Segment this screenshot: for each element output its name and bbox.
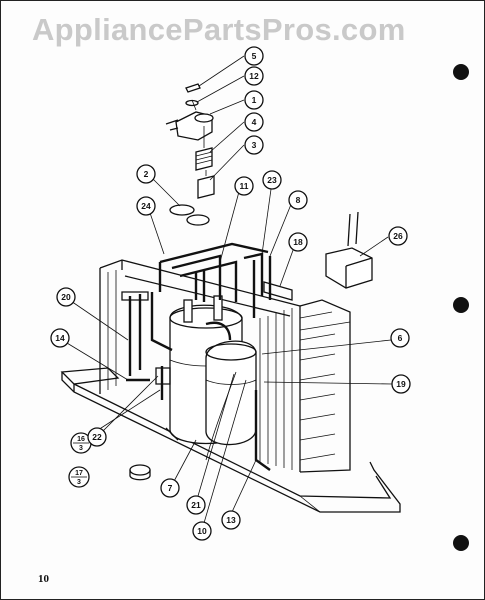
- callout-23: 23: [262, 170, 282, 190]
- condenser-coil: [99, 259, 351, 473]
- accumulator: [205, 340, 257, 446]
- callout-label: 3: [252, 140, 257, 150]
- watermark: AppliancePartsPros.com: [32, 12, 406, 47]
- callout-label: 5: [252, 51, 257, 61]
- valve-assembly: [165, 83, 215, 226]
- callout-label: 18: [293, 237, 303, 247]
- callout-10: 10: [192, 521, 212, 541]
- callout-label: 6: [398, 333, 403, 343]
- callout-5: 5: [244, 46, 264, 66]
- callout-19: 19: [391, 374, 411, 394]
- callout-label: 17: [75, 470, 83, 477]
- callout-17: 17 3: [68, 466, 90, 488]
- callout-26: 26: [388, 226, 408, 246]
- callout-14: 14: [50, 328, 70, 348]
- callout-label: 11: [240, 181, 249, 191]
- callout-13: 13: [221, 510, 241, 530]
- callout-6: 6: [390, 328, 410, 348]
- grommet: [129, 464, 151, 481]
- callout-20: 20: [56, 287, 76, 307]
- leader-lines: [61, 55, 393, 524]
- callout-sublabel: 3: [77, 479, 81, 486]
- callout-1: 1: [244, 90, 264, 110]
- callout-label: 19: [396, 379, 406, 389]
- capacitor: [325, 211, 373, 289]
- callout-label: 24: [141, 201, 151, 211]
- binder-holes: [453, 64, 469, 551]
- callout-22: 22: [87, 427, 107, 447]
- callout-18: 18: [288, 232, 308, 252]
- callout-label: 2: [144, 169, 149, 179]
- callout-label: 4: [252, 117, 257, 127]
- callout-label: 10: [197, 526, 207, 536]
- refrigerant-tubing: [121, 242, 293, 471]
- callout-3: 3: [244, 135, 264, 155]
- callout-8: 8: [288, 190, 308, 210]
- callout-label: 23: [267, 175, 277, 185]
- callout-label: 1: [252, 95, 257, 105]
- callout-4: 4: [244, 112, 264, 132]
- callout-12: 12: [244, 66, 264, 86]
- callout-label: 16: [77, 436, 85, 443]
- page-number: 10: [38, 573, 49, 585]
- callout-label: 22: [92, 432, 102, 442]
- callout-11: 11: [234, 176, 254, 196]
- callout-label: 26: [393, 231, 403, 241]
- callout-sublabel: 3: [79, 445, 83, 452]
- callout-label: 20: [61, 292, 71, 302]
- callout-label: 21: [191, 500, 201, 510]
- callout-7: 7: [160, 478, 180, 498]
- callout-label: 8: [296, 195, 301, 205]
- callout-label: 7: [168, 483, 173, 493]
- callout-21: 21: [186, 495, 206, 515]
- callout-2: 2: [136, 164, 156, 184]
- callout-label: 13: [226, 515, 236, 525]
- callout-24: 24: [136, 196, 156, 216]
- callout-label: 12: [249, 71, 259, 81]
- callout-label: 14: [55, 333, 65, 343]
